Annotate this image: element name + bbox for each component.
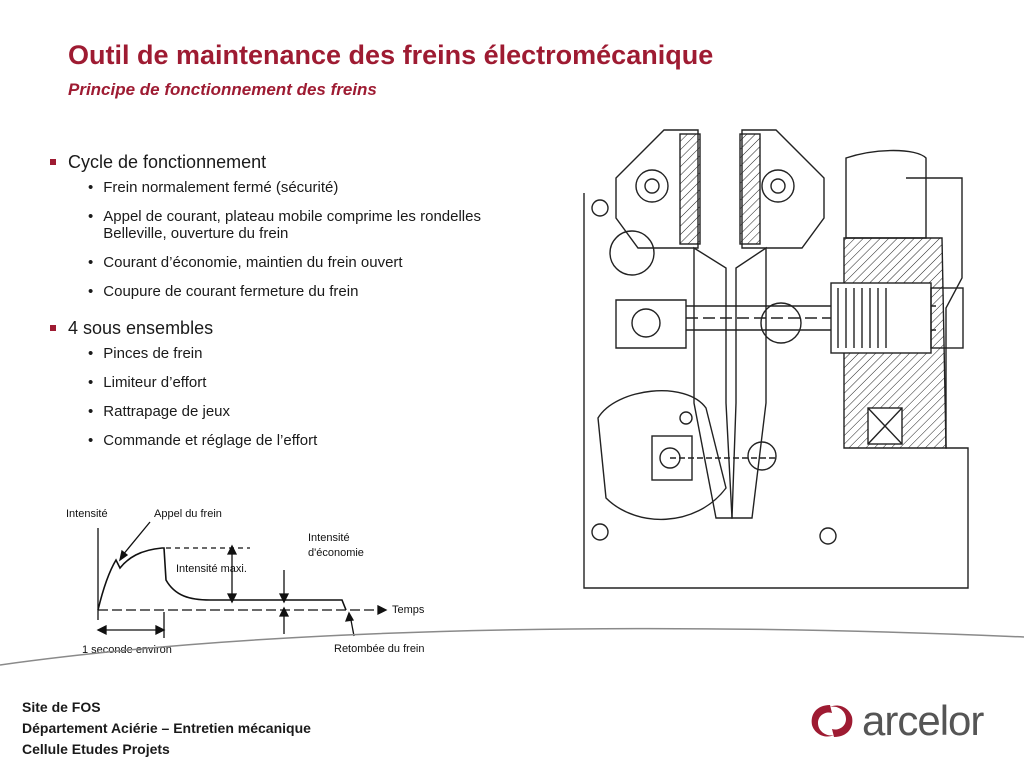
left-lever-pivot bbox=[631, 308, 661, 338]
logo-text: arcelor bbox=[862, 697, 984, 744]
item-label: Coupure de courant fermeture du frein bbox=[103, 283, 359, 300]
right-pad bbox=[739, 133, 761, 245]
current-curve bbox=[97, 547, 347, 611]
mount-hole-bottom-right bbox=[819, 527, 837, 545]
x-axis-arrow bbox=[377, 604, 388, 616]
section-cycle: Cycle de fonctionnement • Frein normaleme… bbox=[48, 152, 508, 300]
graph-eco-label-1: Intensité bbox=[308, 532, 350, 544]
duration-arrow-left bbox=[96, 624, 107, 636]
bullet-dot-icon: • bbox=[88, 283, 94, 300]
list-item: • Commande et réglage de l’effort bbox=[88, 432, 508, 449]
bullet-heading: 4 sous ensembles bbox=[48, 318, 508, 339]
heading-label: Cycle de fonctionnement bbox=[68, 152, 267, 172]
bullet-dot-icon: • bbox=[88, 374, 94, 391]
list-item: • Appel de courant, plateau mobile compri… bbox=[88, 208, 508, 242]
max-arrow-up bbox=[226, 544, 238, 555]
belleville-washers bbox=[837, 288, 887, 348]
left-lower-arm bbox=[693, 246, 733, 519]
bullet-dot-icon: • bbox=[88, 432, 94, 449]
graph-max-label: Intensité maxi. bbox=[176, 563, 247, 575]
footer-site: Site de FOS bbox=[22, 699, 101, 715]
left-upper-pivot bbox=[635, 169, 669, 203]
page-subtitle: Principe de fonctionnement des freins bbox=[68, 80, 377, 99]
list-item: • Limiteur d’effort bbox=[88, 374, 508, 391]
graph-x-label: Temps bbox=[392, 604, 425, 616]
list-item: • Courant d’économie, maintien du frein o… bbox=[88, 254, 508, 271]
footer: Site de FOS Département Aciérie – Entret… bbox=[22, 697, 311, 760]
retombee-pointer-head bbox=[345, 611, 355, 622]
duration-arrow-right bbox=[155, 624, 166, 636]
mount-hole-top-left bbox=[591, 199, 609, 217]
right-upper-pivot bbox=[761, 169, 795, 203]
item-label: Rattrapage de jeux bbox=[103, 403, 231, 420]
list-item: • Rattrapage de jeux bbox=[88, 403, 508, 420]
eco-arrow-down bbox=[278, 593, 290, 604]
spring-pack bbox=[830, 282, 932, 354]
right-lower-arm bbox=[731, 246, 767, 519]
bullet-heading: Cycle de fonctionnement bbox=[48, 152, 508, 173]
graph-eco-label-2: d'économie bbox=[308, 547, 364, 559]
heading-label: 4 sous ensembles bbox=[68, 318, 214, 338]
list-item: • Frein normalement fermé (sécurité) bbox=[88, 179, 508, 196]
footer-department: Département Aciérie – Entretien mécaniqu… bbox=[22, 720, 311, 736]
bullet-dot-icon: • bbox=[88, 179, 94, 196]
graph-y-label: Intensité bbox=[66, 508, 108, 520]
footer-cell: Cellule Etudes Projets bbox=[22, 741, 170, 757]
mount-hole-bottom-left bbox=[591, 523, 609, 541]
left-lever-block bbox=[615, 299, 687, 349]
decorative-curve bbox=[0, 627, 1024, 666]
bullet-dot-icon: • bbox=[88, 345, 94, 362]
graph-appel-label: Appel du frein bbox=[154, 508, 222, 520]
item-label: Courant d’économie, maintien du frein ou… bbox=[103, 254, 403, 271]
list-item: • Pinces de frein bbox=[88, 345, 508, 362]
center-pivot bbox=[760, 302, 802, 344]
left-upper-arm bbox=[615, 129, 699, 249]
item-label: Pinces de frein bbox=[103, 345, 203, 362]
graph-lines bbox=[96, 521, 388, 638]
left-upper-pivot-inner bbox=[644, 178, 660, 194]
max-arrow-down bbox=[226, 593, 238, 604]
left-link-ring bbox=[609, 230, 655, 276]
current-time-graph: Intensité Appel du frein Intensité maxi.… bbox=[60, 500, 460, 660]
adjust-nut bbox=[930, 287, 964, 349]
lower-right-pivot bbox=[747, 441, 777, 471]
item-label: Appel de courant, plateau mobile comprim… bbox=[103, 208, 481, 242]
brake-technical-drawing bbox=[583, 129, 969, 589]
bullet-dot-icon: • bbox=[88, 403, 94, 420]
right-upper-arm bbox=[741, 129, 825, 249]
lower-left-body bbox=[597, 390, 727, 521]
section-sous-ensembles: 4 sous ensembles • Pinces de frein • Limit… bbox=[48, 318, 508, 449]
item-label: Limiteur d’effort bbox=[103, 374, 207, 391]
small-hole bbox=[679, 411, 693, 425]
arcelor-swirl-icon bbox=[811, 705, 853, 737]
appel-pointer bbox=[121, 521, 151, 557]
bullet-dot-icon: • bbox=[88, 254, 94, 271]
actuator-cross bbox=[867, 407, 903, 445]
bullet-dot-icon: • bbox=[88, 208, 94, 225]
graph-retombee-label: Retombée du frein bbox=[334, 643, 425, 655]
list-item: • Coupure de courant fermeture du frein bbox=[88, 283, 508, 300]
curve-line bbox=[0, 627, 1024, 666]
actuator-top bbox=[845, 149, 927, 239]
square-bullet-icon bbox=[50, 159, 56, 165]
bullet-list: Cycle de fonctionnement • Frein normaleme… bbox=[48, 152, 508, 461]
appel-pointer-head bbox=[118, 549, 129, 562]
page-title: Outil de maintenance des freins électrom… bbox=[68, 40, 714, 70]
square-bullet-icon bbox=[50, 325, 56, 331]
left-pad bbox=[679, 133, 701, 245]
arcelor-logo: arcelor bbox=[808, 697, 984, 744]
right-upper-pivot-inner bbox=[770, 178, 786, 194]
item-label: Frein normalement fermé (sécurité) bbox=[103, 179, 339, 196]
item-label: Commande et réglage de l’effort bbox=[103, 432, 318, 449]
eco-arrow-up bbox=[278, 606, 290, 617]
